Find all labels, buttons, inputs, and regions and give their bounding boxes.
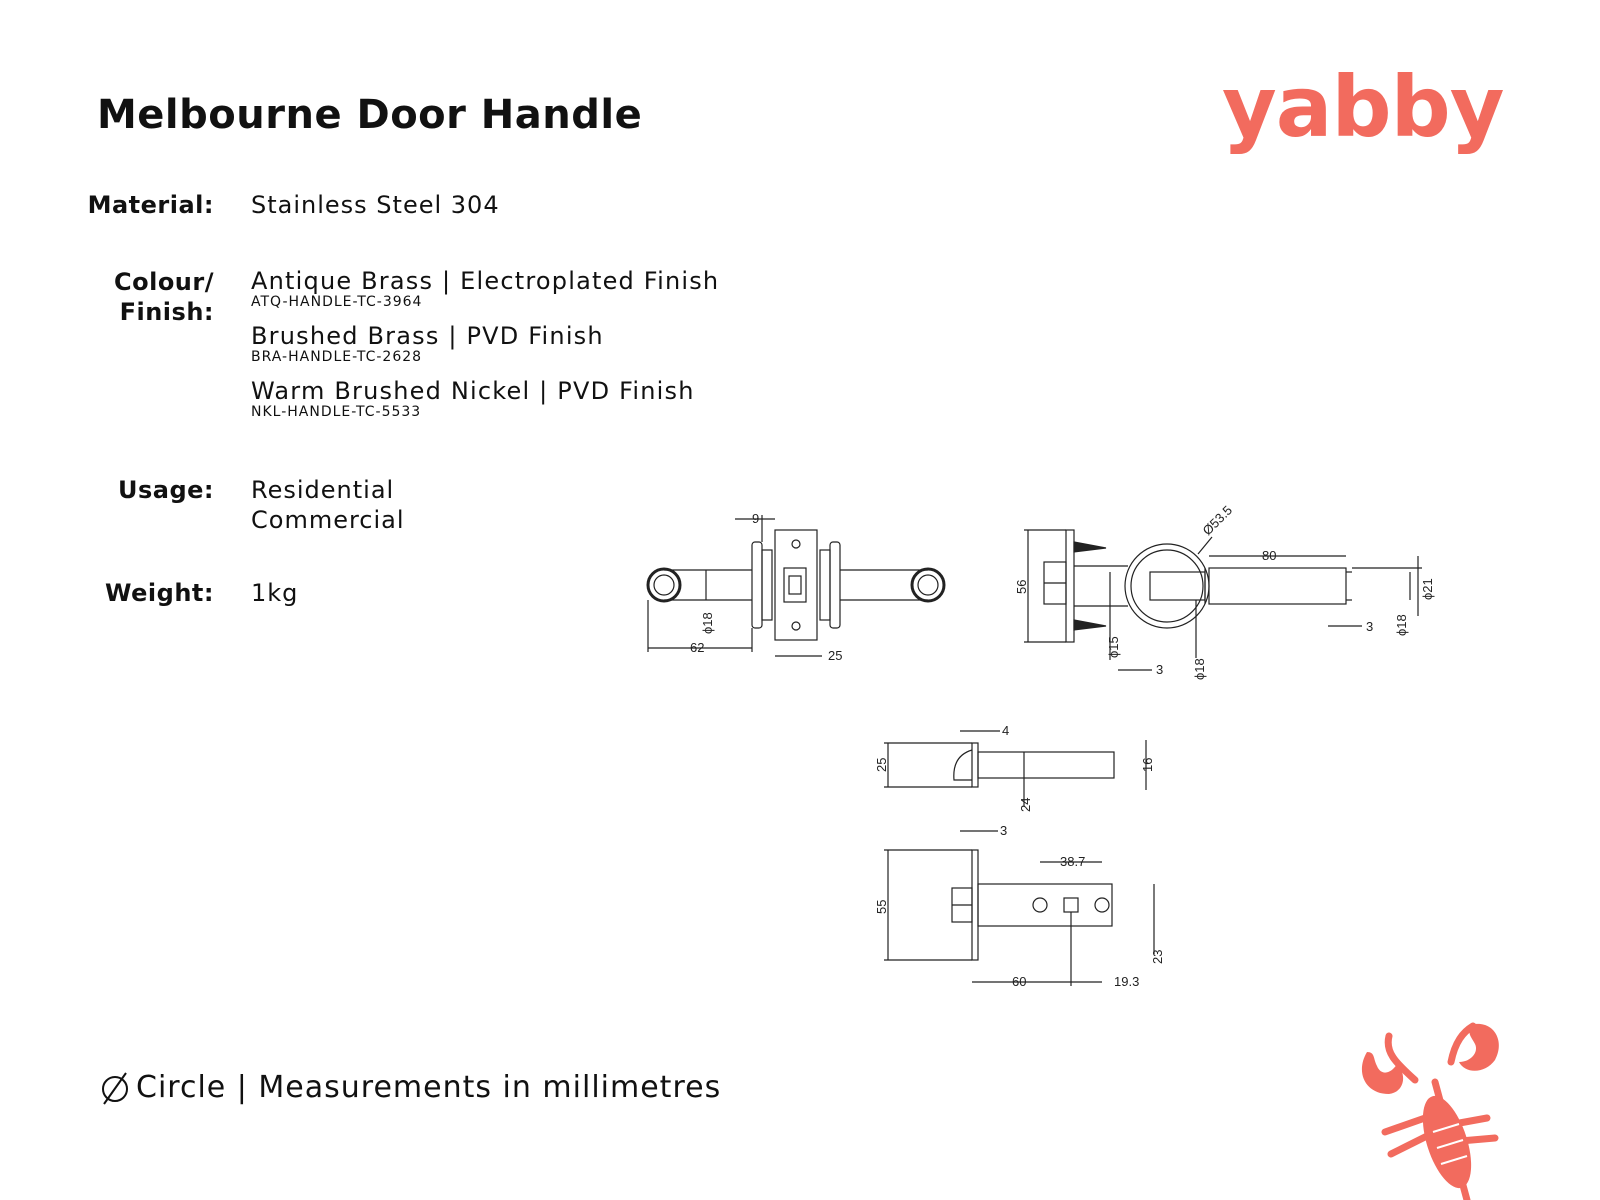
dim-label: 23	[1150, 950, 1165, 964]
dim-label: ϕ18	[700, 612, 715, 634]
latch-bolt	[953, 749, 973, 781]
finish-code: BRA-HANDLE-TC-2628	[251, 349, 423, 365]
side-neck	[1149, 571, 1206, 601]
usage-residential: Residential	[251, 476, 395, 504]
dim-label: 3	[1366, 619, 1373, 634]
latch-body	[977, 751, 1115, 779]
dim-label: 56	[1014, 580, 1029, 594]
dim-label: ϕ18	[1394, 614, 1409, 636]
front-handle-end-left-inner	[653, 574, 675, 596]
finish-item: Warm Brushed Nickel | PVD Finish NKL-HAN…	[251, 377, 719, 419]
finish-item: Antique Brass | Electroplated Finish ATQ…	[251, 267, 719, 309]
latch-view	[884, 730, 1147, 806]
dim-label: 80	[1262, 548, 1276, 563]
finish-item: Brushed Brass | PVD Finish BRA-HANDLE-TC…	[251, 322, 719, 364]
material-label: Material:	[87, 191, 214, 219]
brand-logo: yabby	[1222, 58, 1504, 156]
dim-label: 55	[874, 900, 889, 914]
side-backplate	[1065, 529, 1075, 643]
front-rose-right	[829, 541, 841, 629]
material-value: Stainless Steel 304	[251, 191, 500, 219]
front-view	[646, 515, 946, 657]
front-handle-end-left	[646, 567, 682, 603]
dim-label: 62	[690, 640, 704, 655]
dim-label: ϕ21	[1420, 578, 1435, 600]
diameter-icon	[102, 1071, 128, 1105]
usage-label: Usage:	[117, 476, 214, 504]
colour-label-line1: Colour/	[113, 268, 214, 296]
dim-label: 3	[1000, 823, 1007, 838]
dim-label: 4	[1002, 723, 1009, 738]
latch-faceplate	[971, 742, 979, 788]
dim-label: 19.3	[1114, 974, 1139, 989]
colour-label-line2: Finish:	[119, 298, 214, 326]
finish-name: Brushed Brass | PVD Finish	[251, 322, 604, 350]
dim-label: 3	[1156, 662, 1163, 677]
front-screw-top	[791, 539, 801, 549]
dim-label: 24	[1018, 798, 1033, 812]
front-latch-square-inner	[788, 575, 802, 595]
dim-label: 38.7	[1060, 854, 1085, 869]
finish-name: Warm Brushed Nickel | PVD Finish	[251, 377, 695, 405]
plate-hole-left	[1032, 897, 1048, 913]
dim-label: ϕ18	[1192, 658, 1207, 680]
colour-label: Colour/ Finish:	[0, 267, 214, 327]
finish-code: ATQ-HANDLE-TC-3964	[251, 294, 423, 310]
front-handle-end-right	[910, 567, 946, 603]
page-title: Melbourne Door Handle	[97, 92, 643, 138]
lobster-icon	[1361, 1022, 1499, 1200]
front-handle-end-right-inner	[917, 574, 939, 596]
plate-hole-right	[1094, 897, 1110, 913]
plate-square-hole	[1063, 897, 1079, 913]
usage-commercial: Commercial	[251, 506, 405, 534]
side-rose-inner	[1130, 549, 1204, 623]
dimension-labels: 9 ϕ18 62 25 Ø53.5 80 56 ϕ21 ϕ18 3 ϕ15 3 …	[690, 502, 1435, 989]
footer-note: Circle | Measurements in millimetres	[100, 1070, 721, 1105]
weight-value: 1kg	[251, 579, 299, 607]
front-screw-bottom	[791, 621, 801, 631]
dim-label: 25	[874, 758, 889, 772]
dim-label: 9	[752, 511, 759, 526]
dim-label: 25	[828, 648, 842, 663]
finish-name: Antique Brass | Electroplated Finish	[251, 267, 720, 295]
front-rose-left-inner	[761, 549, 773, 621]
front-rose-right-inner	[819, 549, 831, 621]
plate-faceplate	[971, 849, 979, 961]
side-view	[1024, 529, 1422, 671]
finish-list: Antique Brass | Electroplated Finish ATQ…	[251, 267, 719, 432]
front-rose-left	[751, 541, 763, 629]
side-spike-bottom	[1073, 619, 1107, 631]
front-latch-plate	[774, 529, 818, 641]
footer-text: Circle | Measurements in millimetres	[136, 1070, 722, 1105]
plate-body	[977, 883, 1113, 927]
weight-label: Weight:	[105, 579, 214, 607]
side-lever	[1208, 567, 1347, 605]
dim-label: 16	[1140, 758, 1155, 772]
plate-view	[884, 830, 1155, 986]
side-dim-53-leader	[1197, 536, 1213, 555]
dim-label: Ø53.5	[1200, 502, 1236, 538]
usage-values: Residential Commercial	[251, 475, 405, 535]
finish-code: NKL-HANDLE-TC-5533	[251, 404, 422, 420]
dim-label: ϕ15	[1106, 636, 1121, 658]
dim-label: 60	[1012, 974, 1026, 989]
side-spike-top	[1073, 541, 1107, 553]
front-latch-square	[783, 567, 807, 603]
